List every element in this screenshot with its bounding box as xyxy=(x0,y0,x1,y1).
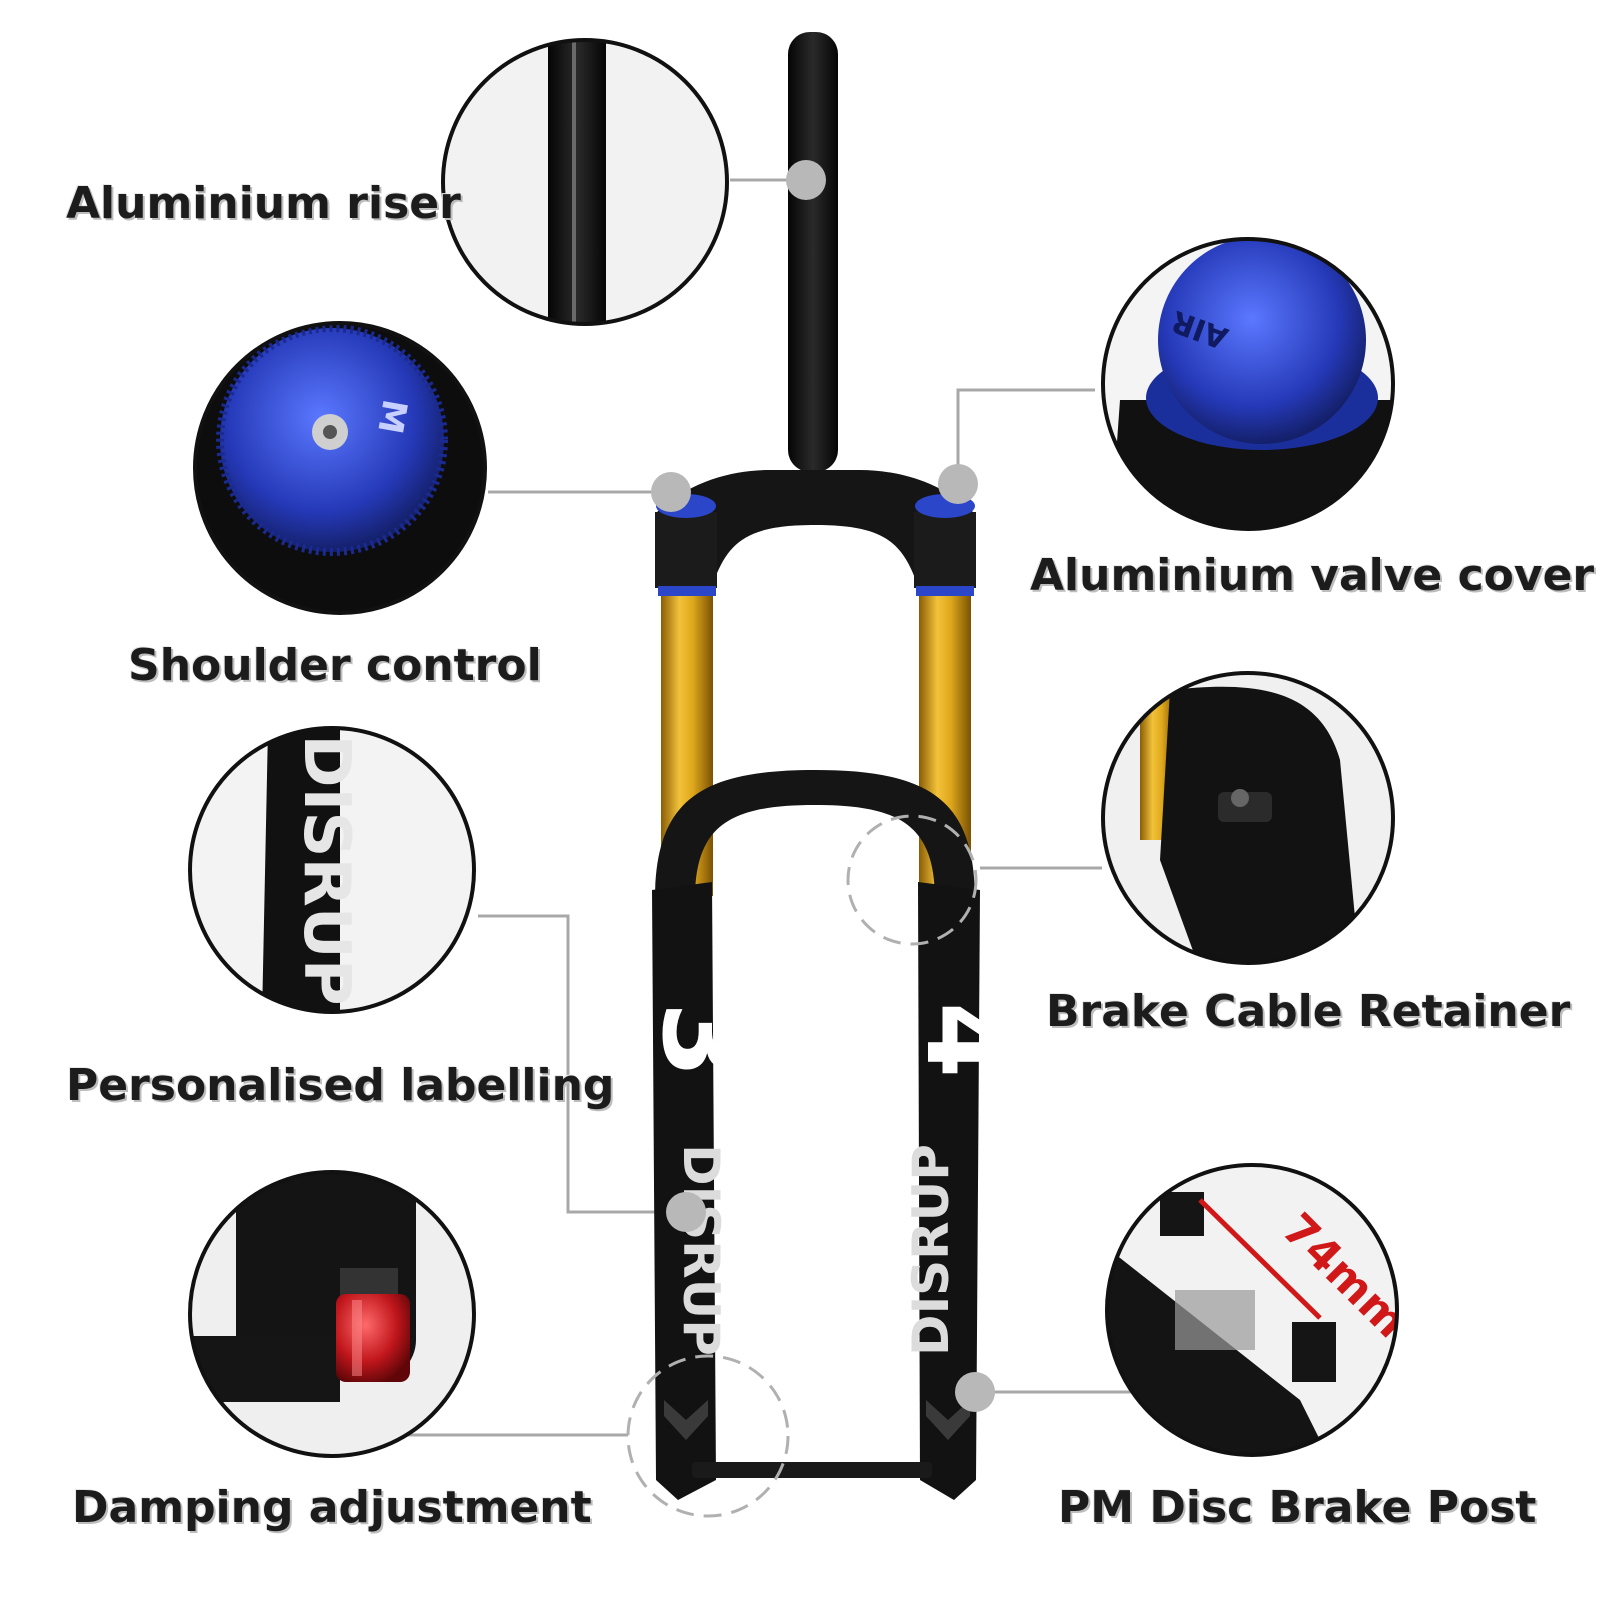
marker-dot-shoulder xyxy=(651,472,691,512)
left-number-decal: 3 xyxy=(638,1002,766,1079)
measurement-line xyxy=(1198,1198,1322,1320)
label-pm-disc-brake-post: PM Disc Brake Post xyxy=(1058,1482,1537,1533)
label-aluminium-valve-cover: Aluminium valve cover xyxy=(1030,550,1595,601)
detail-personalised-labelling: DISRUP xyxy=(188,726,476,1014)
fork-arch xyxy=(655,770,975,900)
marker-dots xyxy=(651,160,995,1412)
label-brake-cable-retainer: Brake Cable Retainer xyxy=(1046,986,1571,1037)
detail-aluminium-riser xyxy=(441,38,729,326)
suspension-fork: 3 4 DISRUP DISRUP xyxy=(638,32,1030,1500)
label-damping-adjustment: Damping adjustment xyxy=(72,1482,592,1533)
right-number-decal: 4 xyxy=(902,1002,1030,1079)
labelling-brand-decal: DISRUP xyxy=(289,734,363,1005)
cable-retainer-highlight xyxy=(846,814,978,946)
steerer-tube xyxy=(788,32,838,472)
red-damping-knob xyxy=(336,1294,410,1382)
right-brand-decal: DISRUP xyxy=(902,1144,960,1356)
detail-shoulder-control: M xyxy=(193,321,487,615)
label-aluminium-riser: Aluminium riser xyxy=(66,178,461,229)
knob-letter: M xyxy=(369,396,414,436)
left-brand-decal: DISRUP xyxy=(672,1144,730,1356)
detail-brake-cable-retainer xyxy=(1101,671,1395,965)
fork-crown xyxy=(655,470,975,578)
right-lower-leg xyxy=(918,882,980,1500)
marker-dot-riser xyxy=(786,160,826,200)
label-shoulder-control: Shoulder control xyxy=(128,640,542,691)
connector-lines xyxy=(405,178,1132,1437)
detail-aluminium-valve-cover: AIR xyxy=(1101,237,1395,531)
detail-damping-adjustment xyxy=(188,1170,476,1458)
label-personalised-labelling: Personalised labelling xyxy=(66,1060,615,1111)
marker-dot-pm xyxy=(955,1372,995,1412)
axle xyxy=(692,1462,932,1478)
damping-highlight xyxy=(626,1354,790,1518)
detail-pm-disc-brake-post: 74mm xyxy=(1105,1163,1399,1457)
marker-dot-labelling xyxy=(666,1192,706,1232)
marker-dot-valve xyxy=(938,464,978,504)
left-lower-leg xyxy=(652,882,716,1500)
